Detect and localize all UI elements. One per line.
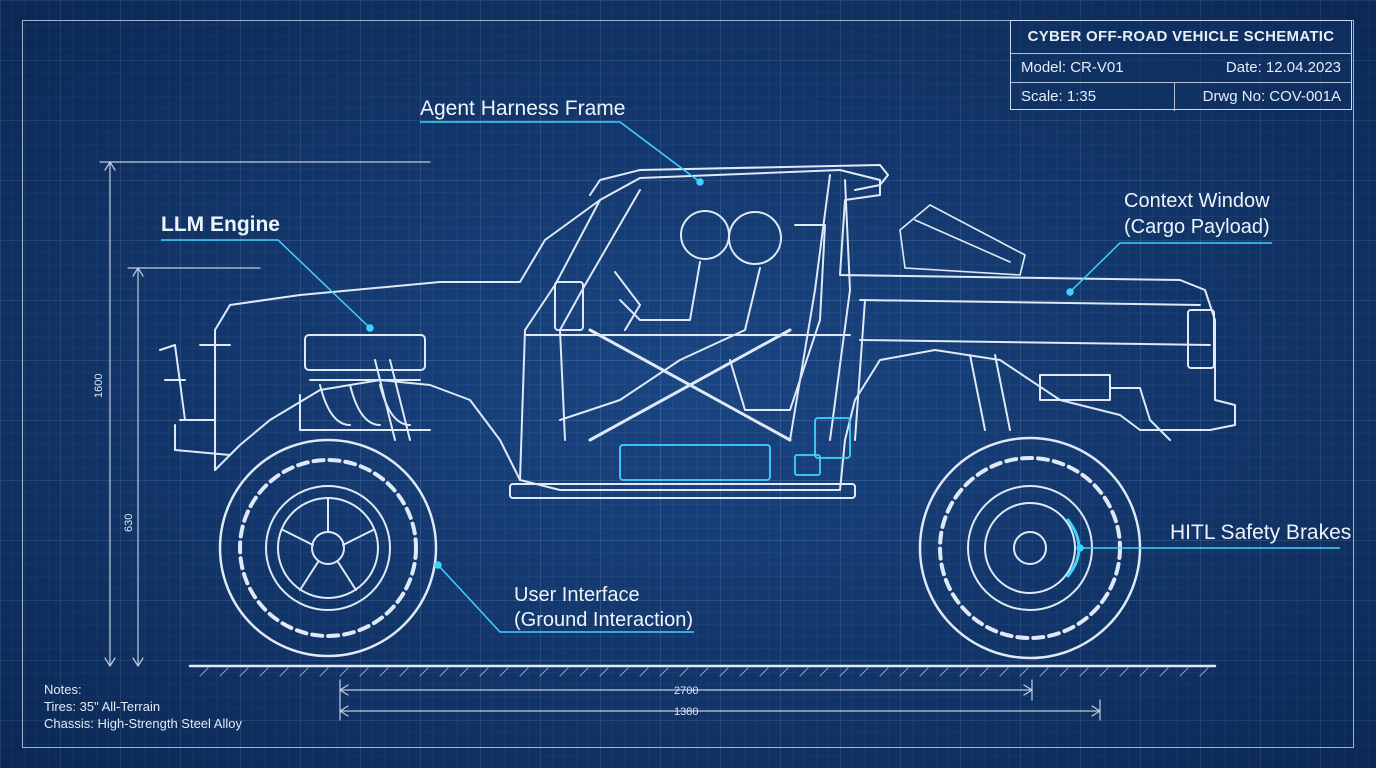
roll-cage-x xyxy=(588,328,792,442)
dimension-lines xyxy=(99,161,1101,721)
notes-tires: Tires: 35" All-Terrain xyxy=(44,699,161,714)
leader-harness xyxy=(420,121,701,183)
title-block: CYBER OFF-ROAD VEHICLE SCHEMATIC Model: … xyxy=(1010,20,1352,111)
front-wheel xyxy=(218,438,438,658)
occupant-body xyxy=(559,261,761,421)
drawing-border xyxy=(22,20,1354,748)
leader-llm xyxy=(161,239,371,329)
callout-ui-line2: (Ground Interaction) xyxy=(514,609,693,631)
copilot-helmet xyxy=(728,211,782,265)
callout-ui-line1: User Interface xyxy=(514,584,640,606)
seat xyxy=(729,224,826,411)
driver-helmet xyxy=(680,210,730,260)
floor-rail xyxy=(509,483,856,499)
roll-cage-c xyxy=(829,179,851,441)
body-outline xyxy=(214,169,1236,491)
notes-chassis: Chassis: High-Strength Steel Alloy xyxy=(44,716,242,731)
callout-context-line2: (Cargo Payload) xyxy=(1124,216,1270,238)
drawing-scale: Scale: 1:35 xyxy=(1011,83,1175,111)
engine-manifold xyxy=(299,379,431,431)
drawing-number: Drwg No: COV-001A xyxy=(1202,88,1341,105)
roll-cage-a xyxy=(559,189,641,441)
title-block-row-model: Model: CR-V01 Date: 12.04.2023 xyxy=(1011,54,1351,83)
callout-context-window: Context Window (Cargo Payload) xyxy=(1124,188,1270,240)
roll-cage-b xyxy=(789,174,831,441)
leader-ui xyxy=(437,564,694,633)
notes-heading: Notes: xyxy=(44,682,82,697)
title-block-row-scale: Scale: 1:35 Drwg No: COV-001A xyxy=(1011,83,1351,111)
dimension-height-lower: 630 xyxy=(123,513,135,532)
battery-module-3 xyxy=(794,454,821,476)
callout-context-line1: Context Window xyxy=(1124,190,1270,212)
ground-hatch xyxy=(199,667,1209,677)
callout-llm-engine: LLM Engine xyxy=(161,213,280,236)
battery-module xyxy=(619,444,771,481)
dimension-wheelbase: 2700 xyxy=(674,685,699,697)
front-bumper xyxy=(159,344,186,421)
callout-hitl-brakes: HITL Safety Brakes xyxy=(1170,521,1352,544)
cargo-payload xyxy=(899,204,1026,276)
battery-module-2 xyxy=(814,417,851,459)
front-grille xyxy=(174,329,231,471)
dashboard xyxy=(554,281,584,331)
front-shock xyxy=(374,359,411,441)
cargo-bed xyxy=(854,299,1211,441)
exhaust xyxy=(1039,374,1171,441)
dimension-height-total: 1600 xyxy=(93,373,105,398)
steering-wheel xyxy=(614,271,641,331)
roll-cage-front-pillar xyxy=(519,199,601,481)
rear-light xyxy=(1187,309,1215,369)
drawing-date: Date: 12.04.2023 xyxy=(1225,59,1341,76)
callout-agent-harness: Agent Harness Frame xyxy=(420,97,626,120)
rear-shock xyxy=(969,354,1011,431)
notes-block: Notes: Tires: 35" All-Terrain Chassis: H… xyxy=(44,681,242,732)
callout-user-interface: User Interface (Ground Interaction) xyxy=(514,583,693,633)
dimension-length-other: 1380 xyxy=(674,706,699,718)
model-number: Model: CR-V01 xyxy=(1021,59,1124,76)
engine-block xyxy=(304,334,426,371)
leader-context xyxy=(1069,242,1272,293)
roll-cage-top xyxy=(589,164,889,196)
title-block-title: CYBER OFF-ROAD VEHICLE SCHEMATIC xyxy=(1011,21,1351,54)
